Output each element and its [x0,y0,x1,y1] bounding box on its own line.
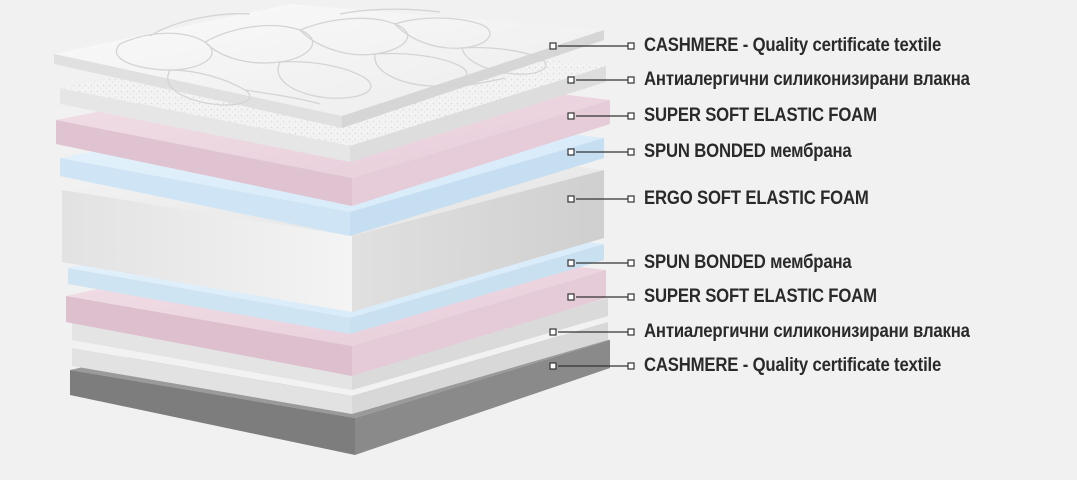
marker-fiber-bottom [549,328,557,336]
marker-cashmere-bottom [549,362,557,370]
endpoint-cashmere-top [627,42,635,50]
endpoint-membrane-top [627,148,635,156]
marker-membrane-bottom [567,259,575,267]
label-cashmere-bottom: CASHMERE - Quality certificate textile [644,355,942,376]
endpoint-soft-foam-bottom [627,293,635,301]
leader-lines [549,42,635,370]
label-membrane-top: SPUN BONDED мембрана [644,141,852,162]
endpoint-cashmere-bottom [627,362,635,370]
marker-fiber-top [567,76,575,84]
endpoint-soft-foam-top [627,112,635,120]
label-cashmere-top: CASHMERE - Quality certificate textile [644,35,942,56]
endpoint-fiber-top [627,76,635,84]
label-fiber-bottom: Антиалергични силиконизирани влакна [644,321,970,342]
cashmere-top-layer [54,4,604,128]
label-soft-foam-top: SUPER SOFT ELASTIC FOAM [644,105,877,126]
endpoint-core [627,195,635,203]
marker-membrane-top [567,148,575,156]
endpoint-fiber-bottom [627,328,635,336]
label-fiber-top: Антиалергични силиконизирани влакна [644,69,970,90]
label-soft-foam-bottom: SUPER SOFT ELASTIC FOAM [644,286,877,307]
marker-soft-foam-top [567,112,575,120]
marker-soft-foam-bottom [567,293,575,301]
endpoint-membrane-bottom [627,259,635,267]
label-membrane-bottom: SPUN BONDED мембрана [644,252,852,273]
quilt-pattern [115,8,547,106]
marker-cashmere-top [549,42,557,50]
label-core-foam: ERGO SOFT ELASTIC FOAM [644,188,869,209]
marker-core [567,195,575,203]
